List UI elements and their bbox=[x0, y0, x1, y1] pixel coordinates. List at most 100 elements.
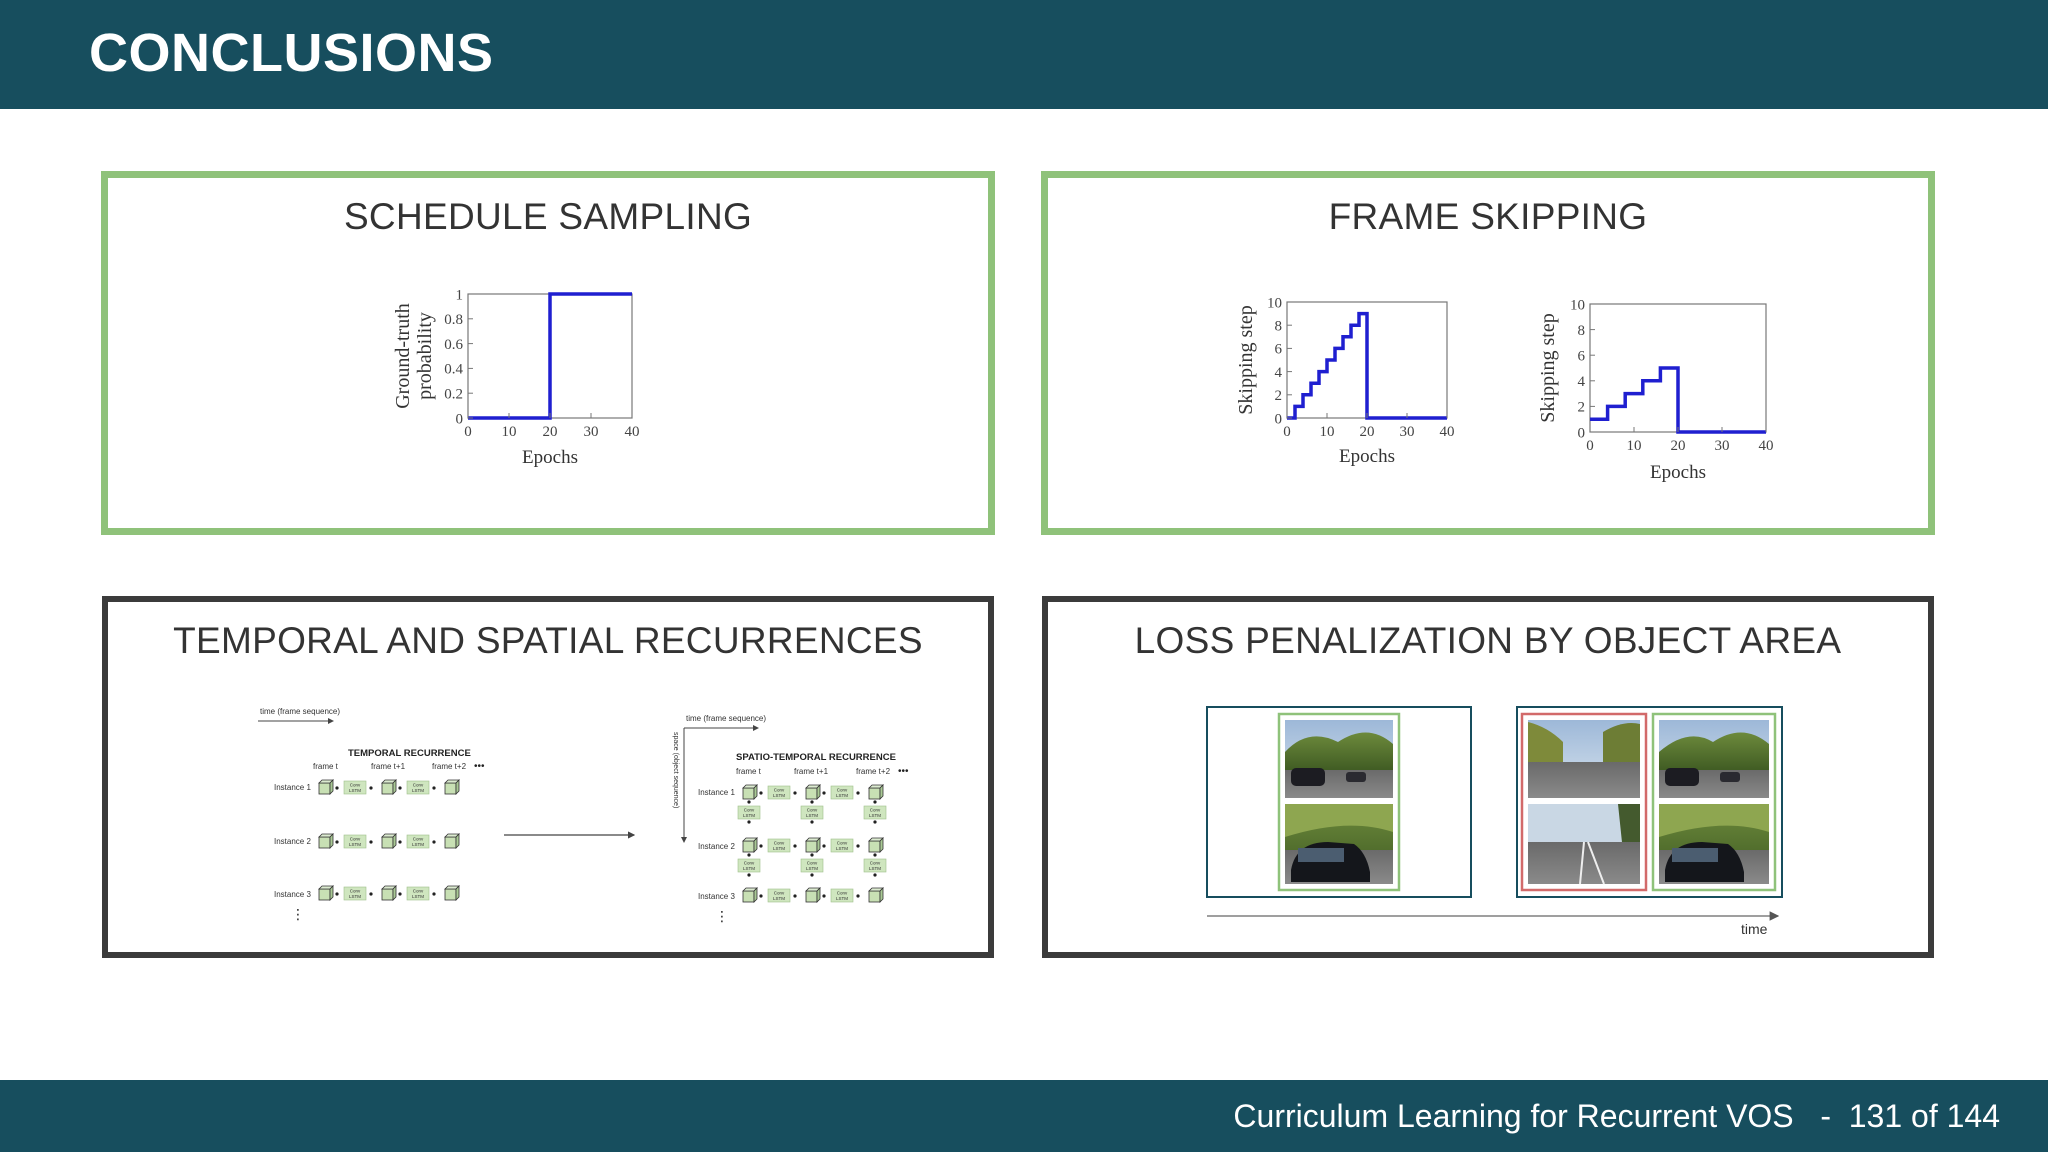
y-tick-label: 0 bbox=[1578, 425, 1586, 441]
temporal-recurrence-diagram: time (frame sequence) TEMPORAL RECURRENC… bbox=[258, 707, 485, 922]
frame-cube-icon bbox=[318, 885, 334, 901]
svg-text:Conv: Conv bbox=[774, 841, 785, 846]
instance-label: Instance 1 bbox=[698, 788, 735, 797]
svg-text:Conv: Conv bbox=[744, 808, 755, 813]
x-tick-label: 0 bbox=[464, 424, 472, 440]
svg-text:LSTM: LSTM bbox=[836, 896, 848, 901]
frame-cube-icon bbox=[444, 833, 460, 849]
x-tick-label: 30 bbox=[1715, 438, 1730, 454]
frame-label: frame t bbox=[313, 762, 339, 771]
presentation-title: Curriculum Learning for Recurrent VOS bbox=[1233, 1098, 1794, 1134]
svg-text:Conv: Conv bbox=[350, 889, 361, 894]
x-tick-label: 10 bbox=[1627, 438, 1642, 454]
svg-text:Conv: Conv bbox=[413, 889, 424, 894]
y-tick-label: 6 bbox=[1275, 342, 1283, 358]
svg-text:Conv: Conv bbox=[744, 861, 755, 866]
svg-text:LSTM: LSTM bbox=[349, 894, 361, 899]
svg-text:LSTM: LSTM bbox=[349, 788, 361, 793]
y-tick-label: 6 bbox=[1578, 348, 1586, 364]
y-axis-label: Skipping step bbox=[1235, 305, 1257, 414]
y-tick-label: 0 bbox=[456, 411, 464, 427]
svg-text:Conv: Conv bbox=[837, 841, 848, 846]
frame-cube-icon bbox=[742, 887, 758, 903]
frame-cube-icon bbox=[805, 837, 821, 853]
svg-text:Conv: Conv bbox=[413, 783, 424, 788]
x-tick-label: 30 bbox=[1400, 424, 1415, 440]
x-tick-label: 20 bbox=[1360, 424, 1375, 440]
x-tick-label: 40 bbox=[1440, 424, 1455, 440]
y-tick-label: 2 bbox=[1275, 388, 1283, 404]
plot-line-group bbox=[468, 292, 632, 420]
instance-label: Instance 2 bbox=[698, 842, 735, 851]
panel-title: TEMPORAL AND SPATIAL RECURRENCES bbox=[173, 620, 923, 661]
slide-title: CONCLUSIONS bbox=[89, 23, 494, 83]
frame-cube-icon bbox=[381, 779, 397, 795]
svg-text:Conv: Conv bbox=[870, 861, 881, 866]
frame-cube-icon bbox=[742, 784, 758, 800]
frame-label: frame t+1 bbox=[371, 762, 406, 771]
y-tick-label: 4 bbox=[1578, 374, 1586, 390]
y-tick-label: 0.4 bbox=[444, 362, 463, 378]
svg-text:Conv: Conv bbox=[870, 808, 881, 813]
svg-text:LSTM: LSTM bbox=[836, 793, 848, 798]
road-scene-image bbox=[1528, 720, 1640, 798]
svg-text:LSTM: LSTM bbox=[806, 866, 818, 871]
y-tick-label: 0.2 bbox=[444, 386, 463, 402]
svg-text:LSTM: LSTM bbox=[743, 813, 755, 818]
svg-text:Conv: Conv bbox=[350, 783, 361, 788]
svg-text:Conv: Conv bbox=[413, 837, 424, 842]
y-tick-label: 0.8 bbox=[444, 312, 463, 328]
road-scene-image bbox=[1659, 720, 1769, 798]
frame-cube-icon bbox=[381, 833, 397, 849]
road-scene-image bbox=[1285, 804, 1393, 884]
time-axis-label: time (frame sequence) bbox=[686, 714, 766, 723]
panel-title: SCHEDULE SAMPLING bbox=[343, 196, 753, 237]
instance-label: Instance 3 bbox=[698, 892, 735, 901]
loss-penalization-illustration: time bbox=[1206, 706, 1783, 937]
slide-header: CONCLUSIONS bbox=[0, 0, 2048, 109]
svg-text:Conv: Conv bbox=[837, 891, 848, 896]
svg-text:LSTM: LSTM bbox=[412, 788, 424, 793]
page-number: 131 of 144 bbox=[1848, 1098, 2000, 1134]
footer-separator: - bbox=[1820, 1098, 1831, 1134]
frame-cube-icon bbox=[805, 784, 821, 800]
series-line bbox=[1590, 366, 1766, 434]
frame-cube-icon bbox=[444, 779, 460, 795]
series-line bbox=[1287, 311, 1447, 420]
svg-text:LSTM: LSTM bbox=[806, 813, 818, 818]
svg-text:LSTM: LSTM bbox=[773, 846, 785, 851]
space-axis-label: space (object sequence) bbox=[672, 732, 679, 808]
instance-label: Instance 2 bbox=[274, 837, 311, 846]
y-axis-label: Ground-truth bbox=[392, 303, 414, 409]
x-axis-label: Epochs bbox=[522, 447, 578, 468]
x-tick-label: 30 bbox=[584, 424, 599, 440]
svg-text:LSTM: LSTM bbox=[869, 866, 881, 871]
svg-text:Conv: Conv bbox=[807, 861, 818, 866]
instance-label: Instance 1 bbox=[274, 783, 311, 792]
recurrence-diagram: time (frame sequence) TEMPORAL RECURRENC… bbox=[258, 707, 909, 924]
y-tick-label: 0 bbox=[1275, 411, 1283, 427]
x-tick-label: 10 bbox=[1320, 424, 1335, 440]
x-tick-label: 0 bbox=[1586, 438, 1594, 454]
frame-cube-icon bbox=[318, 833, 334, 849]
frame-label: frame t bbox=[736, 767, 762, 776]
road-scene-image bbox=[1659, 804, 1769, 884]
frame-label: frame t+1 bbox=[794, 767, 829, 776]
y-tick-label: 4 bbox=[1275, 365, 1283, 381]
frame-cube-icon bbox=[868, 837, 884, 853]
frame-cube-icon bbox=[868, 784, 884, 800]
y-axis-label: Skipping step bbox=[1537, 313, 1559, 422]
ellipsis: ••• bbox=[898, 766, 909, 777]
